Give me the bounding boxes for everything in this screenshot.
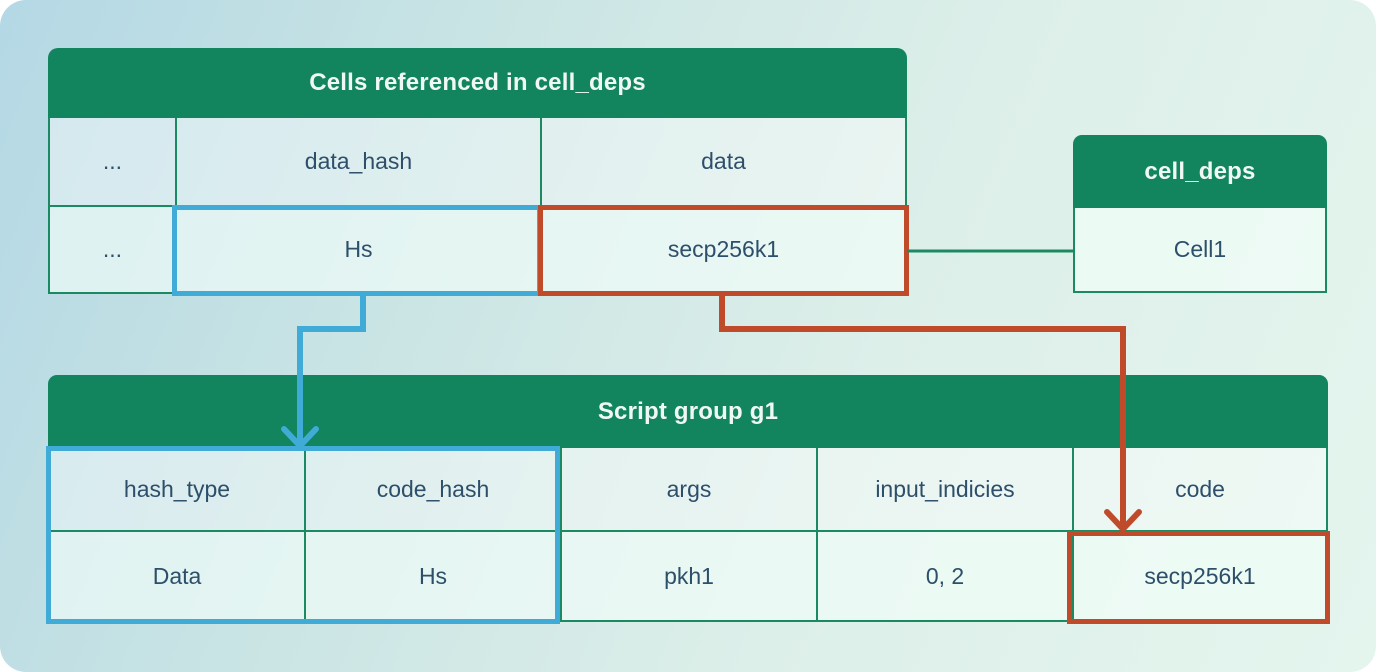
- table-cell-cell1-value: Cell1: [1075, 208, 1325, 291]
- table-cell-hash-type-header: hash_type: [50, 448, 304, 530]
- table-cell-pkh1-value: pkh1: [560, 532, 816, 620]
- table-row: Data Hs pkh1 0, 2 secp256k1: [50, 530, 1326, 620]
- cells-referenced-table-title: Cells referenced in cell_deps: [48, 48, 907, 118]
- script-group-table-title: Script group g1: [48, 375, 1328, 448]
- highlight-box-code-source: [538, 205, 909, 296]
- cell-deps-table-body: Cell1: [1073, 208, 1327, 293]
- table-row: ... data_hash data: [50, 118, 905, 205]
- highlight-box-script-hash-columns: [46, 446, 560, 624]
- table-cell-input-indicies-value: 0, 2: [816, 532, 1072, 620]
- table-cell-code-hash-header: code_hash: [304, 448, 560, 530]
- table-cell-args-header: args: [560, 448, 816, 530]
- table-cell-ellipsis-value: ...: [50, 207, 175, 292]
- cell-deps-table-title: cell_deps: [1073, 135, 1327, 208]
- table-cell-data-hash-header: data_hash: [175, 118, 540, 205]
- table-cell-secp256k1-value: secp256k1: [1072, 532, 1326, 620]
- table-cell-ellipsis-header: ...: [50, 118, 175, 205]
- table-cell-input-indicies-header: input_indicies: [816, 448, 1072, 530]
- table-cell-hs-value: Hs: [304, 532, 560, 620]
- table-cell-code-header: code: [1072, 448, 1326, 530]
- table-cell-hs-value: Hs: [175, 207, 540, 292]
- table-cell-data-header: data: [540, 118, 905, 205]
- cell-deps-table: cell_deps Cell1: [1073, 135, 1327, 293]
- highlight-box-code-hash-source: [172, 205, 542, 296]
- table-cell-data-value: Data: [50, 532, 304, 620]
- highlight-box-code-target: [1067, 531, 1330, 624]
- table-row: Cell1: [1075, 208, 1325, 291]
